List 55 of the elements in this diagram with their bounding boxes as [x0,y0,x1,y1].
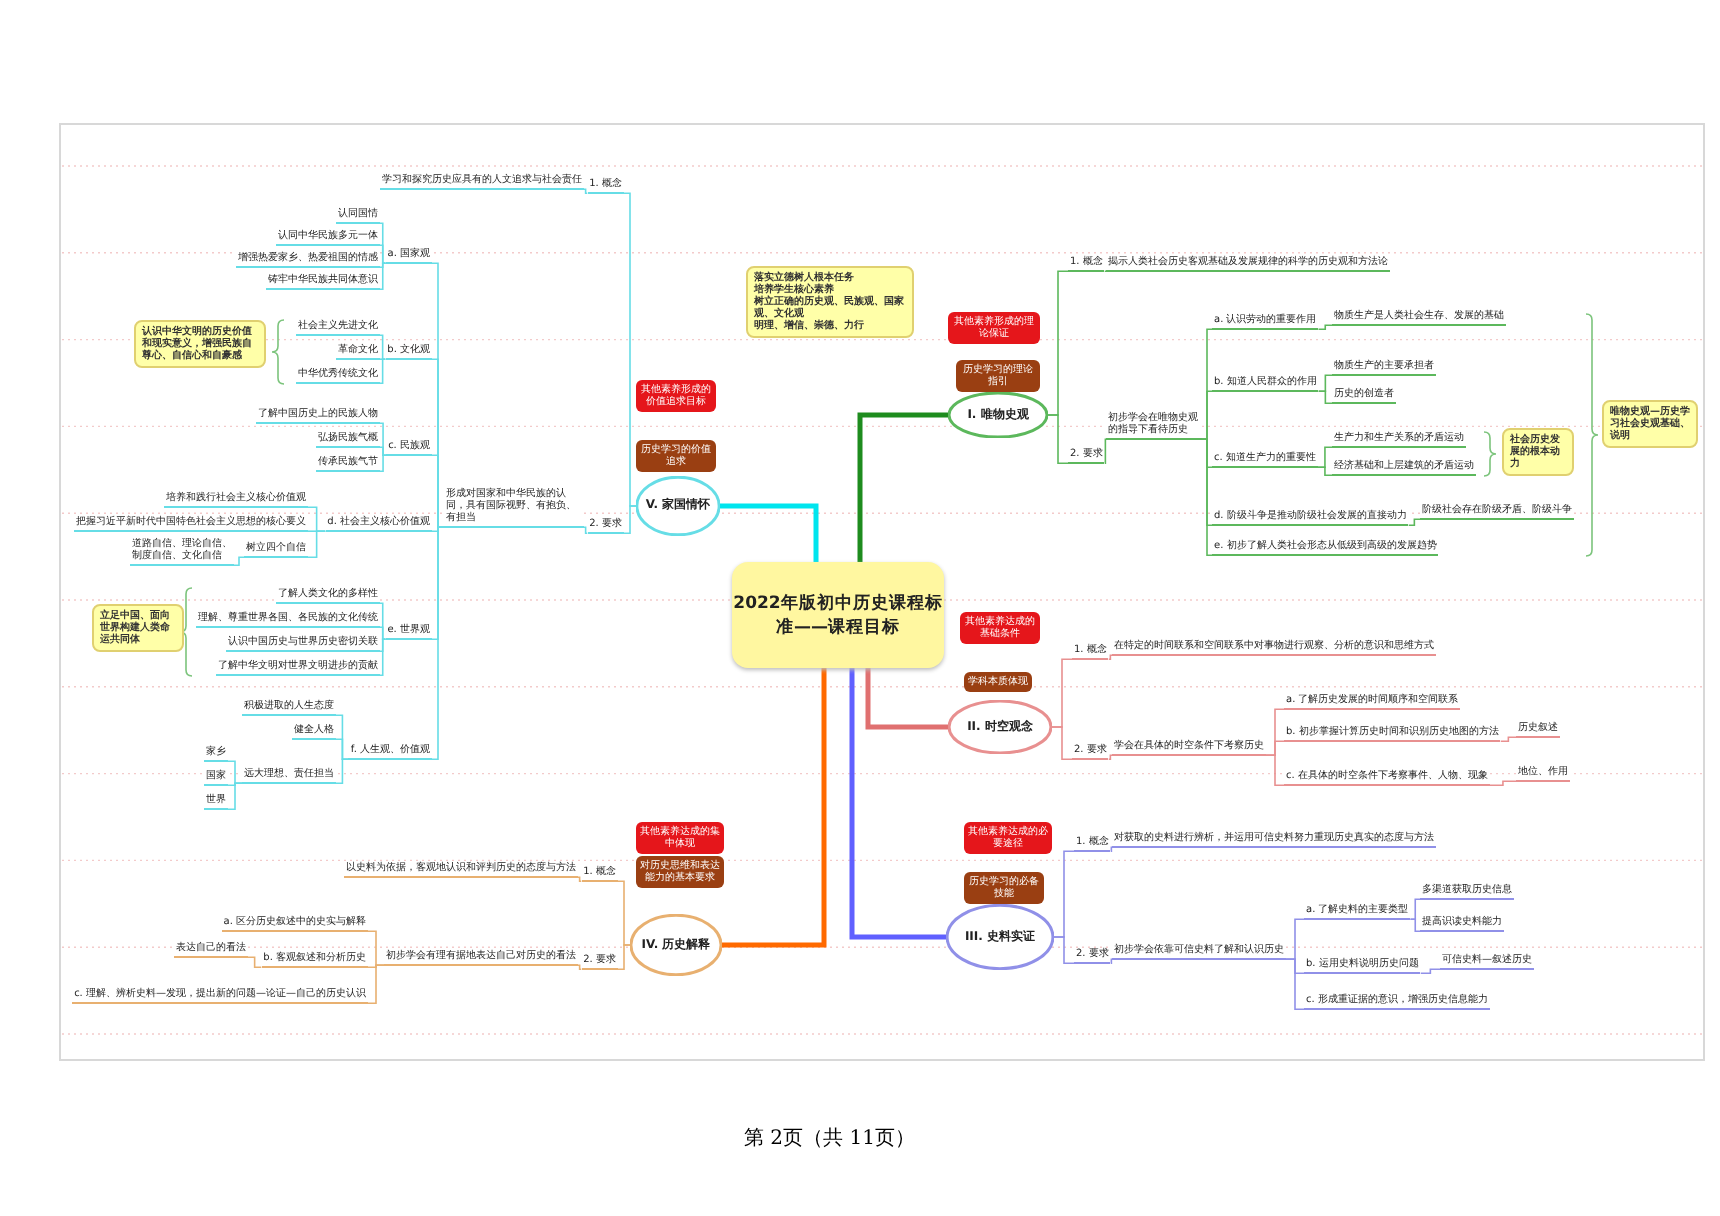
connector-line [623,505,637,534]
title-box: 2022年版初中历史课程标准——课程目标 [732,562,944,668]
connector-line [379,262,387,268]
connector-line [379,334,387,360]
connector-line [1419,968,1441,974]
note-box [746,266,914,338]
connector-line [623,192,637,507]
connector-line [379,262,387,290]
connector-line [1317,390,1333,404]
connector-line [335,758,350,784]
connector-line [1107,754,1113,760]
connector-line [1047,414,1069,464]
connector-line [720,503,819,562]
connector-line [1409,898,1421,920]
connector-line [577,964,583,970]
connector-line [849,668,946,940]
connector-line [431,526,445,760]
connector-line [865,668,948,730]
connector-line [1053,936,1075,964]
connector-line [379,358,387,384]
connector-line [1109,846,1113,852]
connector-line [1285,958,1305,1010]
connector-line [1109,958,1113,964]
connector-line [367,964,385,1004]
connector-line [379,626,387,640]
connector-line [1317,324,1333,330]
connector-line [1103,438,1107,464]
connector-line [1201,438,1213,556]
connector-line [1409,918,1421,932]
connector-line [379,446,387,456]
connector-line [583,526,589,534]
connector-line [857,412,948,562]
connector-line [227,782,243,810]
connector-line [307,530,327,558]
connector-line [233,556,245,566]
connector-line [1265,754,1285,786]
connector-line [247,956,263,968]
connector-line [577,876,583,882]
connector-line [617,880,631,946]
connector-line [379,244,387,264]
connector-line [722,668,827,948]
connector-line [1051,726,1073,760]
connector-line [1201,390,1213,440]
connector-line [1489,780,1517,786]
connector-line [1317,466,1333,476]
connector-line [379,454,387,472]
page-number: 第 2页（共 11页） [744,1125,915,1152]
connector-line [379,358,387,360]
connector-line [617,944,631,970]
connector-line [1407,518,1421,526]
connector-line [1107,654,1113,660]
connector-line [1499,736,1517,742]
connector-line [431,454,445,528]
connector-line [379,638,387,676]
connector-line [583,188,589,194]
